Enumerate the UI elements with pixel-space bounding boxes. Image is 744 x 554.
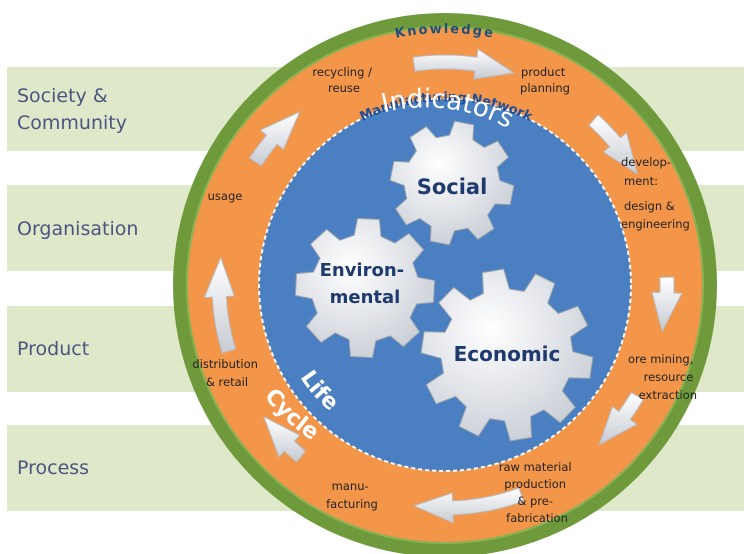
stage-recycling-reuse: recycling / reuse — [312, 65, 375, 95]
arrow-planning-to-development-icon — [588, 114, 639, 176]
gear-environmental-icon — [294, 217, 436, 359]
level-label-society: Society & Community — [17, 85, 127, 134]
arrow-manufacturing-to-distribution-icon — [262, 415, 307, 463]
gears — [294, 120, 594, 442]
gear-economic-icon — [420, 268, 594, 442]
knowledge-label: Knowledge — [394, 22, 496, 42]
stage-usage: usage — [208, 189, 243, 203]
arrow-usage-to-recycling-icon — [248, 110, 301, 167]
level-label-organisation: Organisation — [17, 218, 139, 240]
cycle-arrows — [203, 48, 683, 524]
stage-labels: recycling / reuse product planning devel… — [192, 65, 697, 525]
arrow-raw-material-to-manufacturing-icon — [412, 487, 525, 524]
gear-label-social: Social — [417, 175, 488, 199]
stage-raw-material: raw material production & pre- fabricati… — [499, 460, 576, 525]
stage-development: develop- ment: design & engineering — [621, 155, 690, 231]
stage-distribution-retail: distribution & retail — [192, 357, 261, 389]
stage-product-planning: product planning — [520, 65, 570, 95]
level-label-product: Product — [17, 338, 90, 360]
arrow-recycling-to-planning-icon — [412, 48, 516, 80]
arrow-distribution-to-usage-icon — [203, 256, 237, 354]
gear-label-economic: Economic — [454, 342, 561, 366]
level-label-process: Process — [17, 457, 90, 479]
arrow-mining-to-raw-material-icon — [598, 391, 644, 446]
stage-ore-mining: ore mining, resource extraction — [628, 352, 697, 402]
stage-manufacturing: manu- facturing — [326, 479, 378, 511]
gear-social-icon — [389, 120, 515, 246]
gear-label-environmental: Environ- mental — [320, 260, 411, 308]
arrow-development-to-mining-icon — [651, 276, 683, 333]
